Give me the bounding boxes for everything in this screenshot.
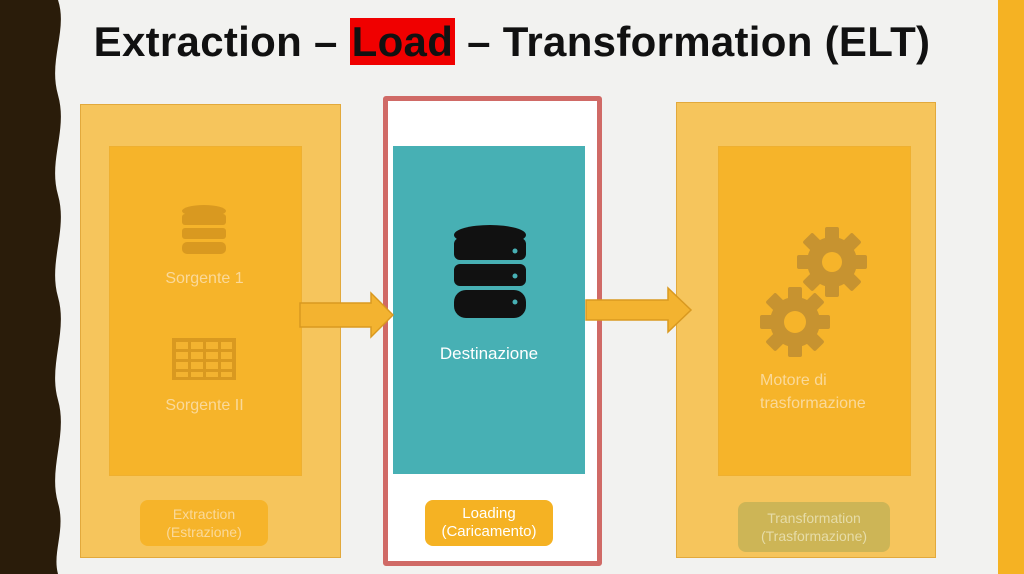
transformation-chip: Transformation (Trasformazione) <box>738 502 890 552</box>
transformation-chip-line-1: Transformation <box>767 510 861 526</box>
destination-label: Destinazione <box>439 344 539 363</box>
title-part-2: – Transformation (ELT) <box>455 18 931 65</box>
slide-title: Extraction – Load – Transformation (ELT) <box>0 18 1024 66</box>
arrow-right-icon-2 <box>585 286 693 334</box>
title-part-1: Extraction – <box>93 18 350 65</box>
left-wave-border <box>0 0 61 574</box>
gears-icon <box>760 227 867 357</box>
engine-label-line-2: trasformazione <box>760 395 866 412</box>
loading-chip: Loading (Caricamento) <box>425 500 553 546</box>
right-accent-bar <box>998 0 1024 574</box>
engine-label-line-1: Motore di <box>760 372 827 389</box>
extraction-chip-line-1: Extraction <box>172 506 236 522</box>
engine-label: Motore di trasformazione <box>760 369 920 415</box>
database-icon <box>182 205 226 254</box>
extraction-chip: Extraction (Estrazione) <box>140 500 268 546</box>
loading-chip-line-1: Loading <box>462 505 516 522</box>
title-highlight: Load <box>349 18 456 65</box>
destination-database-icon <box>454 225 526 318</box>
extraction-chip-line-2: (Estrazione) <box>166 524 242 540</box>
source-1-label: Sorgente 1 <box>165 270 244 287</box>
loading-chip-line-2: (Caricamento) <box>441 523 537 540</box>
arrow-right-icon <box>299 291 395 339</box>
source-2-label: Sorgente II <box>165 397 244 414</box>
table-icon <box>172 338 236 380</box>
transformation-chip-line-2: (Trasformazione) <box>760 528 868 544</box>
